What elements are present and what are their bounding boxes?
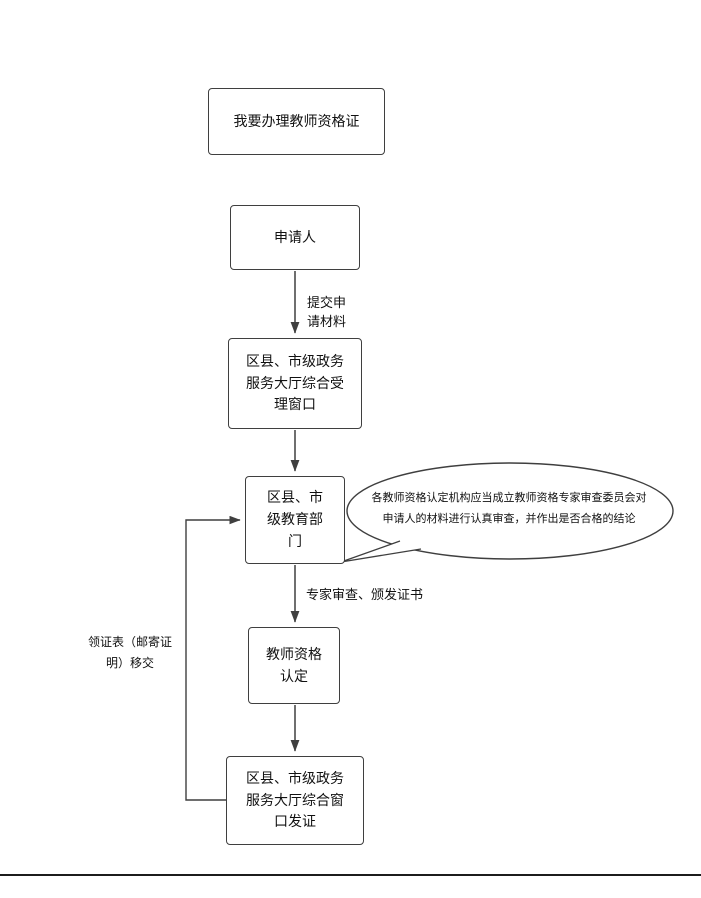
callout-text: 各教师资格认定机构应当成立教师资格专家审查委员会对申请人的材料进行认真审查，并作… [371, 492, 647, 526]
edge-label-certificate-transfer: 领证表（邮寄证明）移交 [87, 635, 172, 670]
node-applicant: 申请人 [230, 205, 360, 270]
edge-label-expert-review: 专家审查、颁发证书 [306, 587, 424, 602]
edge-label-submit-materials: 提交申请材料 [307, 295, 347, 329]
node-issue-window: 区县、市级政务服务大厅综合窗口发证 [226, 756, 364, 845]
node-qualification: 教师资格认定 [248, 627, 340, 704]
callout-bubble [346, 462, 674, 560]
arrow-issue-to-education-return [185, 515, 241, 801]
node-education-department: 区县、市级教育部门 [245, 476, 345, 564]
page-divider [0, 874, 701, 876]
node-intake-window: 区县、市级政务服务大厅综合受理窗口 [228, 338, 362, 429]
node-start: 我要办理教师资格证 [208, 88, 385, 155]
